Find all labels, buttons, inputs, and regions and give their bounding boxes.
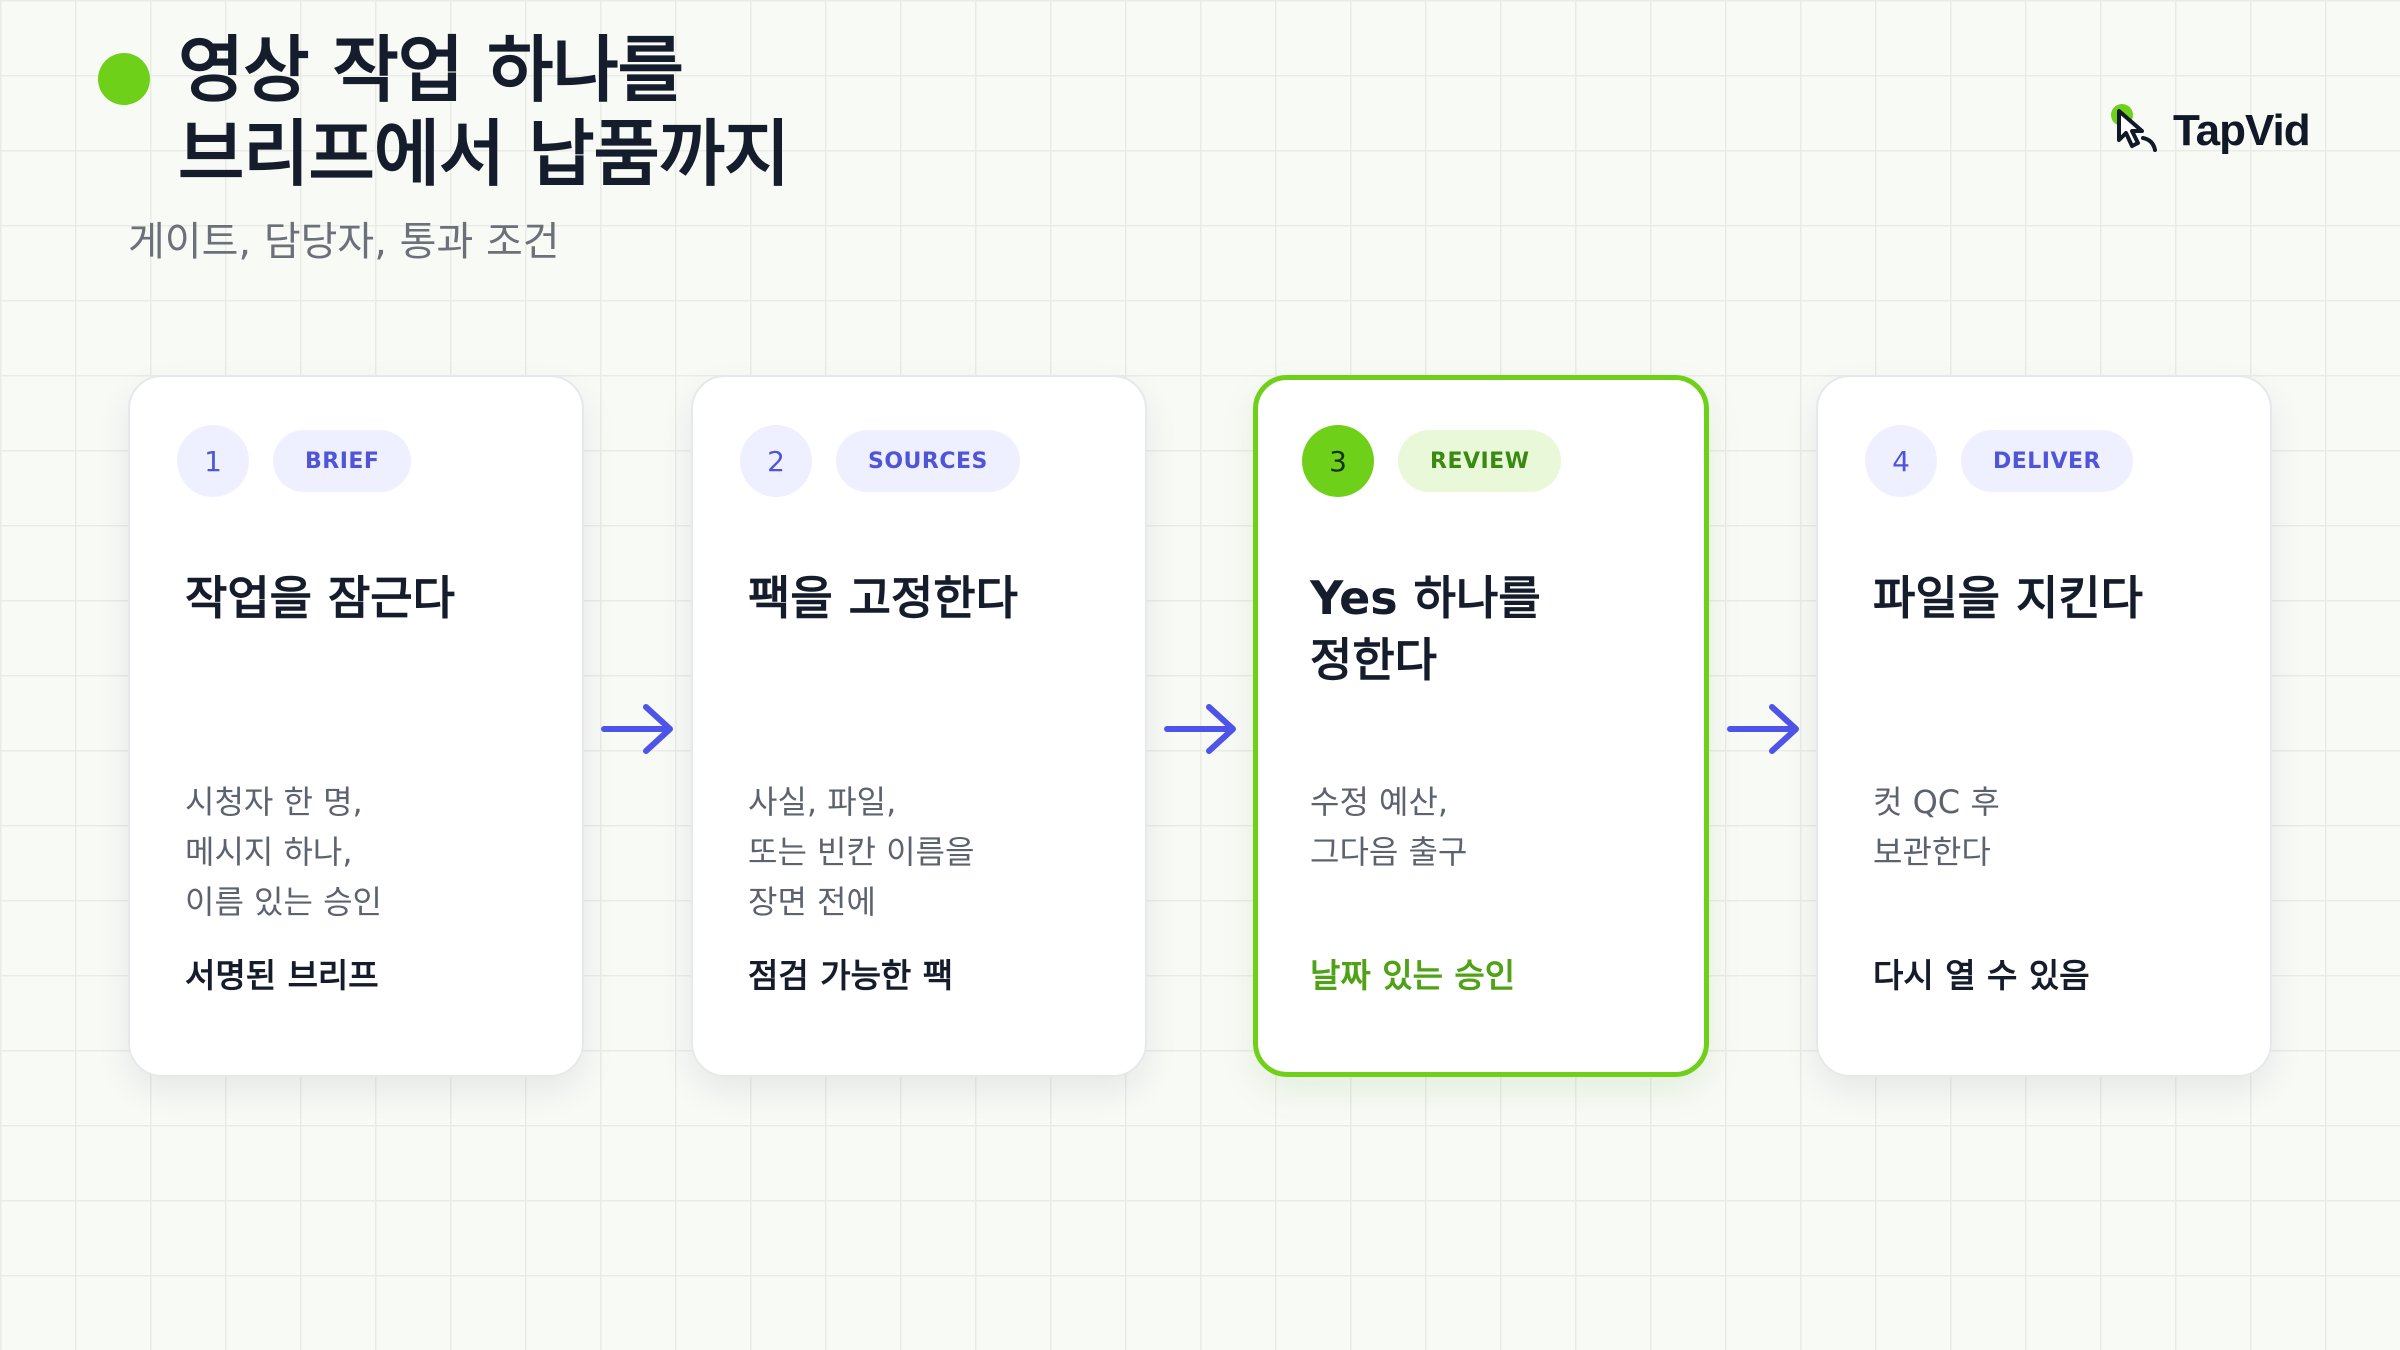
step-title: 작업을 잠근다 — [185, 571, 455, 625]
page-title-line-2: 브리프에서 납품까지 — [178, 112, 790, 196]
step-title: Yes 하나를 정한다 — [1310, 571, 1541, 687]
step-description-line: 시청자 한 명, — [185, 783, 363, 821]
step-description-line: 사실, 파일, — [748, 783, 897, 821]
step-number-badge: 1 — [177, 425, 249, 497]
step-card-review: 3 REVIEW Yes 하나를 정한다 수정 예산, 그다음 출구 날짜 있는… — [1253, 375, 1709, 1077]
step-tag: REVIEW — [1398, 430, 1562, 492]
logo-wordmark: TapVid — [2173, 106, 2311, 155]
step-description-line: 보관한다 — [1873, 833, 1991, 871]
step-result: 서명된 브리프 — [185, 956, 379, 995]
step-description: 사실, 파일, 또는 빈칸 이름을 장면 전에 — [748, 777, 1118, 927]
title-bullet-dot — [98, 53, 150, 105]
step-description-line: 컷 QC 후 — [1873, 783, 2000, 821]
step-result: 점검 가능한 팩 — [748, 956, 954, 995]
arrow-right-icon — [1727, 704, 1799, 754]
step-result: 날짜 있는 승인 — [1310, 956, 1516, 995]
step-tag: DELIVER — [1961, 430, 2133, 492]
step-description: 수정 예산, 그다음 출구 — [1310, 777, 1680, 877]
step-number-badge: 3 — [1302, 425, 1374, 497]
step-result: 다시 열 수 있음 — [1873, 956, 2090, 995]
step-number-badge: 4 — [1865, 425, 1937, 497]
arrow-right-icon — [1164, 704, 1236, 754]
step-description-line: 장면 전에 — [748, 883, 876, 921]
step-description-line: 또는 빈칸 이름을 — [748, 833, 975, 871]
page-title-line-1: 영상 작업 하나를 — [178, 28, 684, 112]
step-number-badge: 2 — [740, 425, 812, 497]
step-description-line: 수정 예산, — [1310, 783, 1449, 821]
step-description-line: 메시지 하나, — [185, 833, 353, 871]
step-title: 팩을 고정한다 — [748, 571, 1018, 625]
step-card-deliver: 4 DELIVER 파일을 지킨다 컷 QC 후 보관한다 다시 열 수 있음 — [1816, 375, 2272, 1077]
step-tag: BRIEF — [273, 430, 412, 492]
step-card-sources: 2 SOURCES 팩을 고정한다 사실, 파일, 또는 빈칸 이름을 장면 전… — [691, 375, 1147, 1077]
hand-pointer-icon — [2105, 100, 2167, 162]
step-description-line: 그다음 출구 — [1310, 833, 1468, 871]
tapvid-logo: TapVid — [2105, 100, 2311, 162]
arrow-right-icon — [601, 704, 673, 754]
step-card-brief: 1 BRIEF 작업을 잠근다 시청자 한 명, 메시지 하나, 이름 있는 승… — [128, 375, 584, 1077]
page-subtitle: 게이트, 담당자, 통과 조건 — [128, 219, 560, 265]
step-description: 시청자 한 명, 메시지 하나, 이름 있는 승인 — [185, 777, 555, 927]
step-title: 파일을 지킨다 — [1873, 571, 2143, 625]
step-tag: SOURCES — [836, 430, 1020, 492]
step-description: 컷 QC 후 보관한다 — [1873, 777, 2243, 877]
page-title: 영상 작업 하나를 브리프에서 납품까지 — [178, 28, 790, 196]
step-description-line: 이름 있는 승인 — [185, 883, 382, 921]
